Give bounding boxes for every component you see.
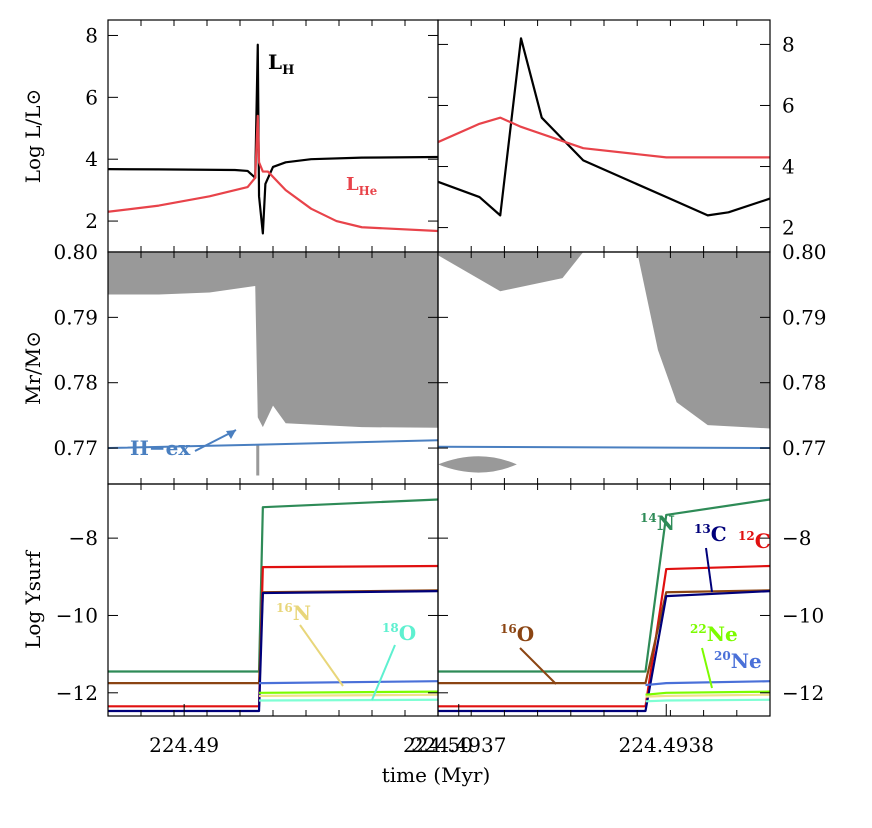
series-12C (108, 564, 438, 708)
x-tick-label: 224.4938 (619, 733, 714, 757)
species-label-16O: 16O (500, 622, 534, 646)
y-tick-label: −12 (56, 681, 98, 705)
y-tick-label: 0.77 (53, 436, 98, 460)
series-16N (259, 693, 438, 697)
y-tick-label: 8 (782, 32, 795, 56)
series-14N (438, 498, 770, 673)
y-tick-label: −8 (69, 526, 98, 550)
series-22Ne (259, 690, 438, 694)
annot-arrow (299, 624, 344, 687)
ann-LH: LH (268, 50, 294, 78)
species-label-12C: 12C (738, 529, 771, 553)
series-13C (108, 590, 438, 713)
plot-area (438, 498, 770, 713)
y-tick-label: 4 (85, 147, 98, 171)
ann-LHe: LHe (346, 174, 377, 198)
series-18O (645, 698, 770, 703)
panel-middle-right: 0.77 0.78 0.79 0.80 (437, 240, 827, 485)
plot-area (438, 252, 770, 473)
y-tick-label: −12 (782, 681, 824, 705)
annot-arrow (519, 647, 557, 685)
plot-area (108, 252, 438, 476)
species-label-16N: 16N (276, 601, 311, 625)
annot-arrow (705, 547, 713, 593)
x-tick-label: 224.50 (403, 733, 473, 757)
y-tick-label: 0.80 (782, 240, 827, 264)
series-LH (438, 37, 770, 217)
series-LHe (108, 114, 438, 233)
y-tick-label: 0.80 (53, 240, 98, 264)
y-tick-label: 2 (782, 216, 795, 240)
panel-top-right: 2 4 6 8 (437, 19, 795, 253)
series-22Ne (645, 690, 770, 696)
series-16N (645, 693, 770, 698)
panel-frame (437, 19, 771, 253)
h-ex-arrowhead (226, 430, 236, 439)
convective-zone (438, 456, 517, 473)
convective-zone (438, 252, 584, 292)
series-13C (438, 590, 770, 713)
annot-arrow (371, 644, 396, 701)
x-axis-label: time (Myr) (382, 763, 491, 787)
species-label-20Ne: 20Ne (714, 649, 762, 673)
y-axis-label: Mr/M⊙ (21, 331, 45, 405)
series-16O (438, 589, 770, 685)
species-label-18O: 18O (382, 621, 416, 645)
species-label-13C: 13C (694, 522, 727, 546)
ann-hex: H−ex (130, 436, 191, 460)
y-axis-label: Log Ysurf (21, 550, 45, 649)
y-tick-label: 0.78 (782, 371, 827, 395)
y-tick-label: −8 (782, 526, 811, 550)
y-tick-label: 6 (782, 93, 795, 117)
panel-bottom-left: −12 −10 −8 224.49 224.50 Log Ysurf 16N 18O (21, 483, 473, 757)
y-tick-label: 0.78 (53, 371, 98, 395)
series-H-ex (108, 439, 438, 450)
species-label-22Ne: 22Ne (690, 622, 738, 646)
y-tick-label: 2 (85, 209, 98, 233)
plot-area (108, 43, 438, 235)
series-14N (108, 498, 438, 673)
plot-area (438, 37, 770, 217)
x-tick-label: 224.49 (149, 733, 219, 757)
annot-arrow (701, 647, 713, 689)
y-tick-label: 0.79 (782, 305, 827, 329)
series-20Ne (645, 680, 770, 687)
convective-spike (256, 445, 260, 476)
series-LH (108, 43, 438, 235)
panel-bottom-right: −12 −10 −8 224.4937 224.4938 14N 12C 16O 13C 20Ne… (411, 483, 824, 757)
y-tick-label: 4 (782, 155, 795, 179)
y-tick-label: −10 (56, 603, 98, 627)
series-H-ex (438, 445, 770, 450)
series-16O (108, 589, 438, 685)
series-LHe (438, 116, 770, 159)
y-tick-label: 0.77 (782, 436, 827, 460)
series-18O (259, 698, 438, 702)
species-label-14N: 14N (640, 511, 675, 535)
y-tick-label: 8 (85, 23, 98, 47)
convective-zone (108, 252, 438, 428)
y-tick-label: −10 (782, 603, 824, 627)
y-axis-label: Log L/L⊙ (21, 89, 45, 184)
convective-zone (637, 252, 770, 429)
y-tick-label: 6 (85, 85, 98, 109)
x-tick-label: 224.4937 (411, 733, 506, 757)
series-20Ne (259, 680, 438, 685)
plot-area (108, 498, 438, 713)
y-tick-label: 0.79 (53, 305, 98, 329)
